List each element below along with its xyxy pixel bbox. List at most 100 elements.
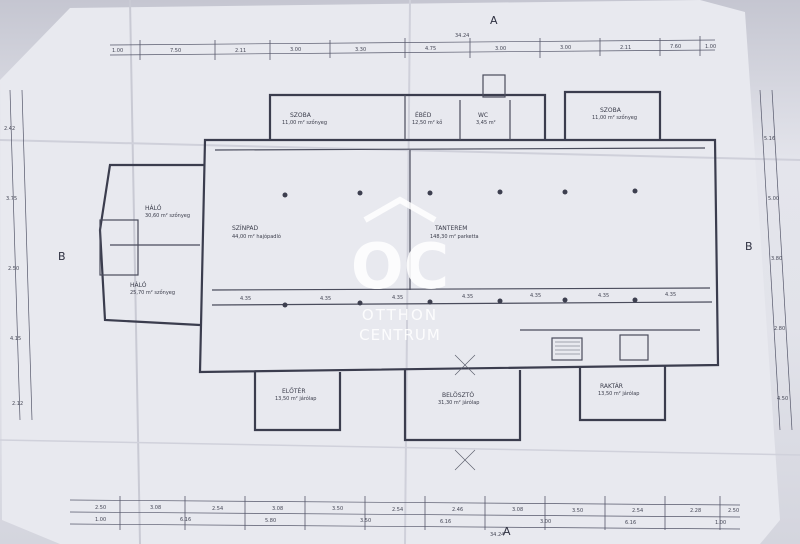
room-area: 148,30 m² parketta	[430, 234, 479, 240]
room-area: 31,30 m² járólap	[438, 399, 479, 406]
dim-label: 4.35	[462, 294, 473, 300]
dims-bottom: 2.50 3.08 2.54 3.08 3.50 2.54 2.46 3.08 …	[95, 505, 739, 514]
dim-label: 4.75	[425, 46, 436, 52]
structural-grid	[282, 188, 638, 308]
dim-label: 2.12	[12, 401, 23, 407]
room-area: 13,50 m² járólap	[275, 395, 316, 402]
room-name: ELŐTÉR	[282, 387, 305, 395]
watermark-line-2: CENTRUM	[359, 326, 441, 344]
dim-label: 2.80	[774, 326, 785, 332]
dims-mid: 4.35 4.35 4.35 4.35 4.35 4.35 4.35	[240, 292, 676, 302]
dim-label: 4.35	[320, 296, 331, 302]
dims-left: 2.42 3.75 2.50 4.15 2.12	[4, 126, 23, 407]
dim-label: 2.28	[690, 508, 701, 514]
room-name: HÁLÓ	[130, 282, 147, 289]
dims-right: 5.16 5.00 3.80 2.80 4.50	[764, 136, 788, 402]
overall-dimension-bottom: 34.24	[490, 532, 504, 538]
dim-label: 3.00	[290, 47, 301, 53]
room-name: HÁLÓ	[145, 205, 162, 212]
section-marker-top: A	[490, 14, 498, 27]
dim-label: 3.08	[512, 507, 523, 513]
dim-label: 6.16	[180, 517, 191, 523]
room-labels: HÁLÓ 30,60 m² szőnyeg HÁLÓ 25,70 m² szőn…	[130, 107, 639, 406]
dim-label: 3.80	[771, 256, 782, 262]
watermark-line-1: OTTHON	[362, 306, 438, 324]
dim-label: 4.50	[777, 396, 788, 402]
dim-label: 5.00	[768, 196, 779, 202]
watermark-monogram: OC	[351, 230, 449, 303]
dim-label: 2.11	[235, 48, 246, 54]
room-name: RAKTÁR	[600, 383, 623, 390]
dim-label: 3.30	[355, 47, 366, 53]
paper-sheet	[0, 0, 780, 544]
room-area: 13,50 m² járólap	[598, 390, 639, 397]
dim-label: 4.35	[240, 296, 251, 302]
dimension-ticks	[119, 36, 721, 530]
dim-label: 2.50	[728, 508, 739, 514]
fold-line	[129, 0, 141, 544]
section-marker-bottom: A	[503, 525, 511, 538]
dim-label: 7.60	[670, 44, 681, 50]
fold-line	[404, 0, 411, 544]
dim-label: 4.35	[530, 293, 541, 299]
dim-label: 2.54	[392, 507, 403, 513]
room-name: WC	[478, 112, 488, 119]
room-name: BELÖSZTÓ	[442, 392, 474, 399]
dim-label: 2.42	[4, 126, 15, 132]
room-name: TANTEREM	[434, 225, 467, 232]
room-area: 3,45 m²	[476, 120, 496, 126]
fold-line	[0, 439, 800, 456]
room-name: SZÍNPAD	[232, 225, 259, 232]
dim-label: 1.00	[95, 517, 106, 523]
overall-dimension-top: 34.24	[455, 33, 469, 39]
dim-label: 1.00	[112, 48, 123, 54]
roof-icon	[363, 196, 437, 223]
dimension-lines	[9, 39, 793, 530]
dim-label: 3.75	[6, 196, 17, 202]
room-area: 12,50 m² kő	[412, 120, 442, 126]
dim-label: 4.35	[598, 293, 609, 299]
dim-label: 3.00	[560, 45, 571, 51]
dim-label: 2.46	[452, 507, 463, 513]
dim-label: 3.08	[272, 506, 283, 512]
dim-label: 4.35	[392, 295, 403, 301]
dims-bottom-2: 1.00 6.16 5.80 3.50 6.16 3.00 6.16 1.00	[95, 517, 726, 526]
dim-label: 2.54	[212, 506, 223, 512]
dim-label: 3.50	[572, 508, 583, 514]
dim-label: 7.50	[170, 48, 181, 54]
room-area: 11,00 m² szőnyeg	[282, 120, 327, 126]
room-area: 44,00 m² hajópadló	[232, 233, 281, 240]
dim-label: 4.15	[10, 336, 21, 342]
dim-label: 3.00	[540, 519, 551, 525]
room-area: 25,70 m² szőnyeg	[130, 290, 175, 296]
interior-walls	[99, 74, 713, 361]
dim-label: 4.35	[665, 292, 676, 298]
dim-label: 5.16	[764, 136, 775, 142]
section-marker-left: B	[58, 250, 66, 263]
dim-label: 5.80	[265, 518, 276, 524]
fold-line	[0, 139, 800, 161]
dims-top: 1.00 7.50 2.11 3.00 3.30 4.75 3.00 3.00 …	[112, 44, 716, 54]
dim-label: 2.11	[620, 45, 631, 51]
dim-label: 3.50	[332, 506, 343, 512]
section-marker-right: B	[745, 240, 753, 253]
room-area: 30,60 m² szőnyeg	[145, 213, 190, 219]
room-name: SZOBA	[600, 107, 622, 114]
dim-label: 3.00	[495, 46, 506, 52]
dim-label: 2.54	[632, 508, 643, 514]
stairs	[454, 341, 580, 471]
dim-label: 3.08	[150, 505, 161, 511]
dim-label: 6.16	[625, 520, 636, 526]
room-area: 11,00 m² szőnyeg	[592, 115, 637, 121]
dim-label: 3.50	[360, 518, 371, 524]
otthon-centrum-watermark: OC OTTHON CENTRUM	[351, 196, 449, 344]
room-name: ÉBÉD	[415, 111, 432, 119]
dim-label: 1.00	[705, 44, 716, 50]
dim-label: 2.50	[95, 505, 106, 511]
dim-label: 1.00	[715, 520, 726, 526]
room-name: SZOBA	[290, 112, 312, 119]
dim-label: 6.16	[440, 519, 451, 525]
dim-label: 2.50	[8, 266, 19, 272]
